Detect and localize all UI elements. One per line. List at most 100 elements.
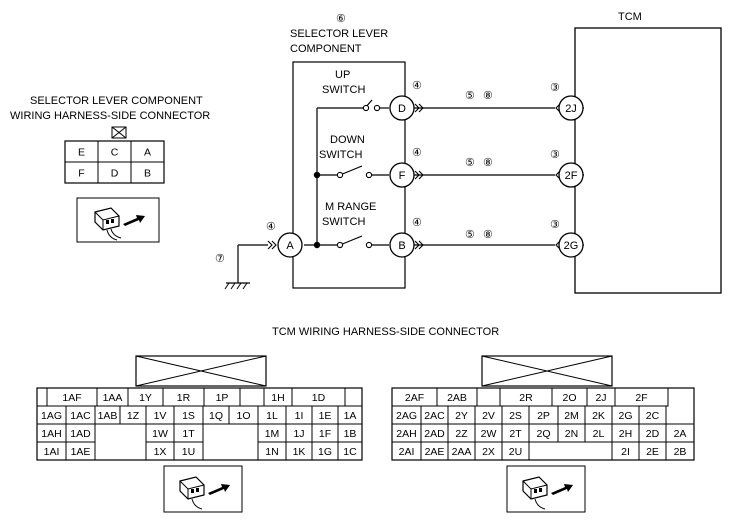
down-switch-label-2: SWITCH bbox=[319, 149, 362, 161]
pin-label: 2T bbox=[509, 428, 522, 440]
pin-label: 1V bbox=[154, 410, 167, 422]
callout-3: ③ bbox=[550, 219, 560, 231]
callout-4: ④ bbox=[412, 217, 422, 229]
junction-dot bbox=[313, 241, 321, 249]
pin-label: 2B bbox=[674, 446, 687, 458]
callout-5: ⑤ bbox=[465, 229, 475, 241]
pin-label: 1T bbox=[182, 428, 195, 440]
tcm-box bbox=[574, 27, 722, 294]
callout-4: ④ bbox=[412, 147, 422, 159]
selector-connector-title-2: WIRING HARNESS-SIDE CONNECTOR bbox=[10, 110, 210, 122]
terminal-b-label: B bbox=[398, 240, 405, 252]
pin-label: 1E bbox=[319, 410, 332, 422]
pin-label: 1M bbox=[265, 428, 280, 440]
callout-3: ③ bbox=[550, 149, 560, 161]
pin-label: 2D bbox=[646, 428, 660, 440]
pin-label: 1O bbox=[236, 410, 250, 422]
pin-label: 2C bbox=[646, 410, 660, 422]
pin-label: 1G bbox=[318, 446, 332, 458]
pin-label: 2W bbox=[481, 428, 497, 440]
m-switch-label-1: M RANGE bbox=[325, 201, 376, 213]
pin-label: 2S bbox=[509, 410, 522, 422]
pin-label: 1AD bbox=[70, 428, 91, 440]
pin-label: 2V bbox=[482, 410, 495, 422]
connector-plug-illustration bbox=[163, 465, 243, 513]
pin-label: 2AB bbox=[447, 392, 467, 404]
pin-label: 2G bbox=[618, 410, 632, 422]
callout-5: ⑤ bbox=[465, 157, 475, 169]
pin-label: 2E bbox=[646, 446, 659, 458]
pin-label: 2U bbox=[509, 446, 522, 458]
terminal-2f-label: 2F bbox=[565, 170, 578, 182]
connector-chevron bbox=[267, 240, 277, 250]
connector-cell bbox=[337, 441, 363, 461]
pin-label: 2M bbox=[564, 410, 579, 422]
harness-wires bbox=[226, 107, 584, 284]
pin-label: 1I bbox=[295, 410, 304, 422]
pin-label: 2R bbox=[519, 392, 533, 404]
connector-cell bbox=[65, 441, 96, 461]
pin-label: 1X bbox=[154, 446, 167, 458]
callout-8: ⑧ bbox=[483, 157, 493, 169]
pin-label: 1D bbox=[312, 392, 326, 404]
pin-label: 1A bbox=[344, 410, 357, 422]
pin-label: D bbox=[111, 168, 119, 180]
m-switch-label-2: SWITCH bbox=[322, 216, 365, 228]
terminal-b bbox=[389, 232, 415, 258]
pin-label: 1AA bbox=[103, 392, 123, 404]
pin-label: 2K bbox=[592, 410, 605, 422]
pin-label: 1AF bbox=[62, 392, 81, 404]
pin-label: 1B bbox=[344, 428, 357, 440]
down-switch-label-1: DOWN bbox=[330, 134, 365, 146]
pin-label: 2Y bbox=[455, 410, 468, 422]
terminal-2g bbox=[558, 232, 584, 258]
pin-label: 1L bbox=[266, 410, 278, 422]
pin-label: 1Y bbox=[139, 392, 152, 404]
pin-label: 1C bbox=[343, 446, 357, 458]
connector-plug-illustration bbox=[506, 465, 586, 513]
component-title-1: SELECTOR LEVER bbox=[290, 28, 388, 40]
pin-label: 2N bbox=[565, 428, 578, 440]
callout-4: ④ bbox=[266, 221, 276, 233]
pin-label: 2X bbox=[482, 446, 495, 458]
callout-3: ③ bbox=[550, 82, 560, 94]
terminal-2f bbox=[558, 162, 584, 188]
pin-label: F bbox=[78, 168, 84, 180]
pin-label: 2A bbox=[674, 428, 687, 440]
callout-5: ⑤ bbox=[465, 90, 475, 102]
pin-label: 2AH bbox=[396, 428, 416, 440]
callout-7: ⑦ bbox=[215, 253, 225, 265]
pin-label: 2J bbox=[595, 392, 606, 404]
component-title-2: COMPONENT bbox=[290, 43, 362, 55]
pin-label: 1F bbox=[319, 428, 331, 440]
connector-plug-illustration bbox=[76, 197, 160, 243]
pin-label: 2I bbox=[621, 446, 630, 458]
pin-label: 1Z bbox=[127, 410, 140, 422]
pin-label: 1N bbox=[265, 446, 278, 458]
pin-label: 1AC bbox=[70, 410, 91, 422]
pin-label: 2Q bbox=[536, 428, 550, 440]
pin-label: 2AF bbox=[405, 392, 424, 404]
pin-label: 1AH bbox=[41, 428, 61, 440]
pin-label: 2AD bbox=[424, 428, 445, 440]
ground-symbol bbox=[224, 282, 248, 290]
pin-label: 2Z bbox=[455, 428, 468, 440]
pin-label: 2H bbox=[619, 428, 632, 440]
junction-dot bbox=[313, 171, 321, 179]
pin-label: 1R bbox=[177, 392, 191, 404]
terminal-2j bbox=[558, 95, 584, 121]
pin-label: 2AE bbox=[425, 446, 445, 458]
pin-label: 1P bbox=[216, 392, 229, 404]
pin-label: 2L bbox=[593, 428, 605, 440]
pin-label: 2AA bbox=[452, 446, 472, 458]
pin-label: C bbox=[111, 147, 119, 159]
pin-label: 2F bbox=[635, 392, 647, 404]
pin-label: 1AB bbox=[98, 410, 118, 422]
up-switch-label-1: UP bbox=[335, 69, 350, 81]
selector-connector-face bbox=[64, 126, 165, 184]
terminal-2j-label: 2J bbox=[565, 103, 577, 115]
pin-label: 1H bbox=[271, 392, 284, 404]
pin-label: 1W bbox=[152, 428, 168, 440]
callout-8: ⑧ bbox=[483, 229, 493, 241]
